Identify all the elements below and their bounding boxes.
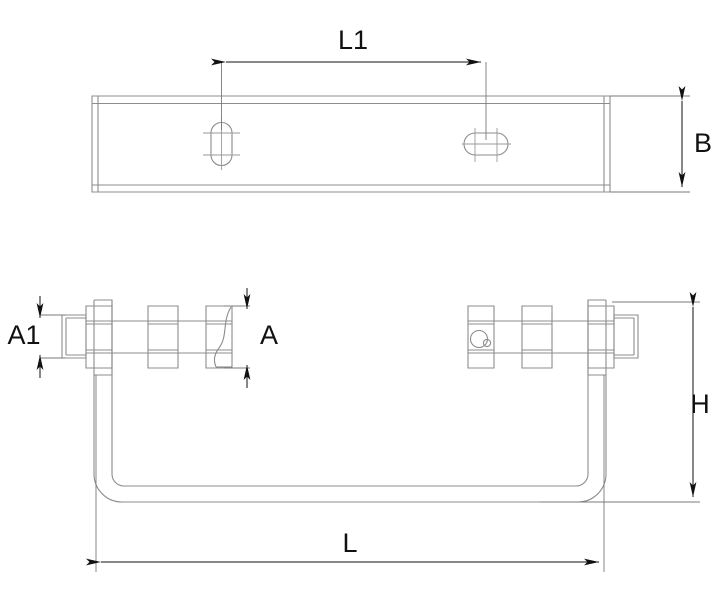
dimension-A1	[36, 296, 66, 378]
right-shank-inner	[494, 320, 522, 354]
right-nut-outer	[587, 305, 615, 369]
dimension-label-A: A	[260, 320, 278, 350]
bar-outline	[91, 95, 611, 193]
dimension-label-H: H	[690, 389, 710, 419]
left-nut-outer	[85, 305, 113, 369]
front-view-ubolt-assembly: A1 A H L	[7, 288, 710, 572]
top-view-mounting-bar: L1 B	[91, 25, 712, 193]
u-bolt-body	[93, 300, 607, 503]
left-end-block-curved	[205, 305, 233, 369]
left-bolt-thread-end	[61, 314, 87, 359]
right-end-block-marked	[467, 305, 495, 369]
dimension-A	[224, 288, 251, 388]
dimension-H	[540, 292, 700, 503]
right-shank	[552, 320, 588, 354]
dimension-B	[610, 86, 690, 193]
right-bolt-thread-end	[613, 314, 639, 359]
left-shank-inner	[178, 320, 206, 354]
right-slot-horizontal-oblong	[462, 128, 511, 162]
left-leg-plate	[94, 299, 113, 376]
right-end-hardware	[467, 299, 639, 376]
dimension-label-L1: L1	[338, 25, 368, 55]
dimension-label-B: B	[694, 128, 712, 158]
dimension-L	[86, 375, 605, 572]
left-shank	[112, 320, 148, 354]
dimension-label-L: L	[342, 528, 357, 558]
dimension-label-A1: A1	[7, 320, 40, 350]
right-nut-inner	[521, 305, 553, 369]
left-nut-inner	[147, 305, 179, 369]
dimension-L1	[211, 58, 487, 140]
right-leg-plate	[587, 299, 606, 376]
left-end-hardware	[61, 299, 233, 376]
thread-marking-circle	[469, 329, 492, 349]
